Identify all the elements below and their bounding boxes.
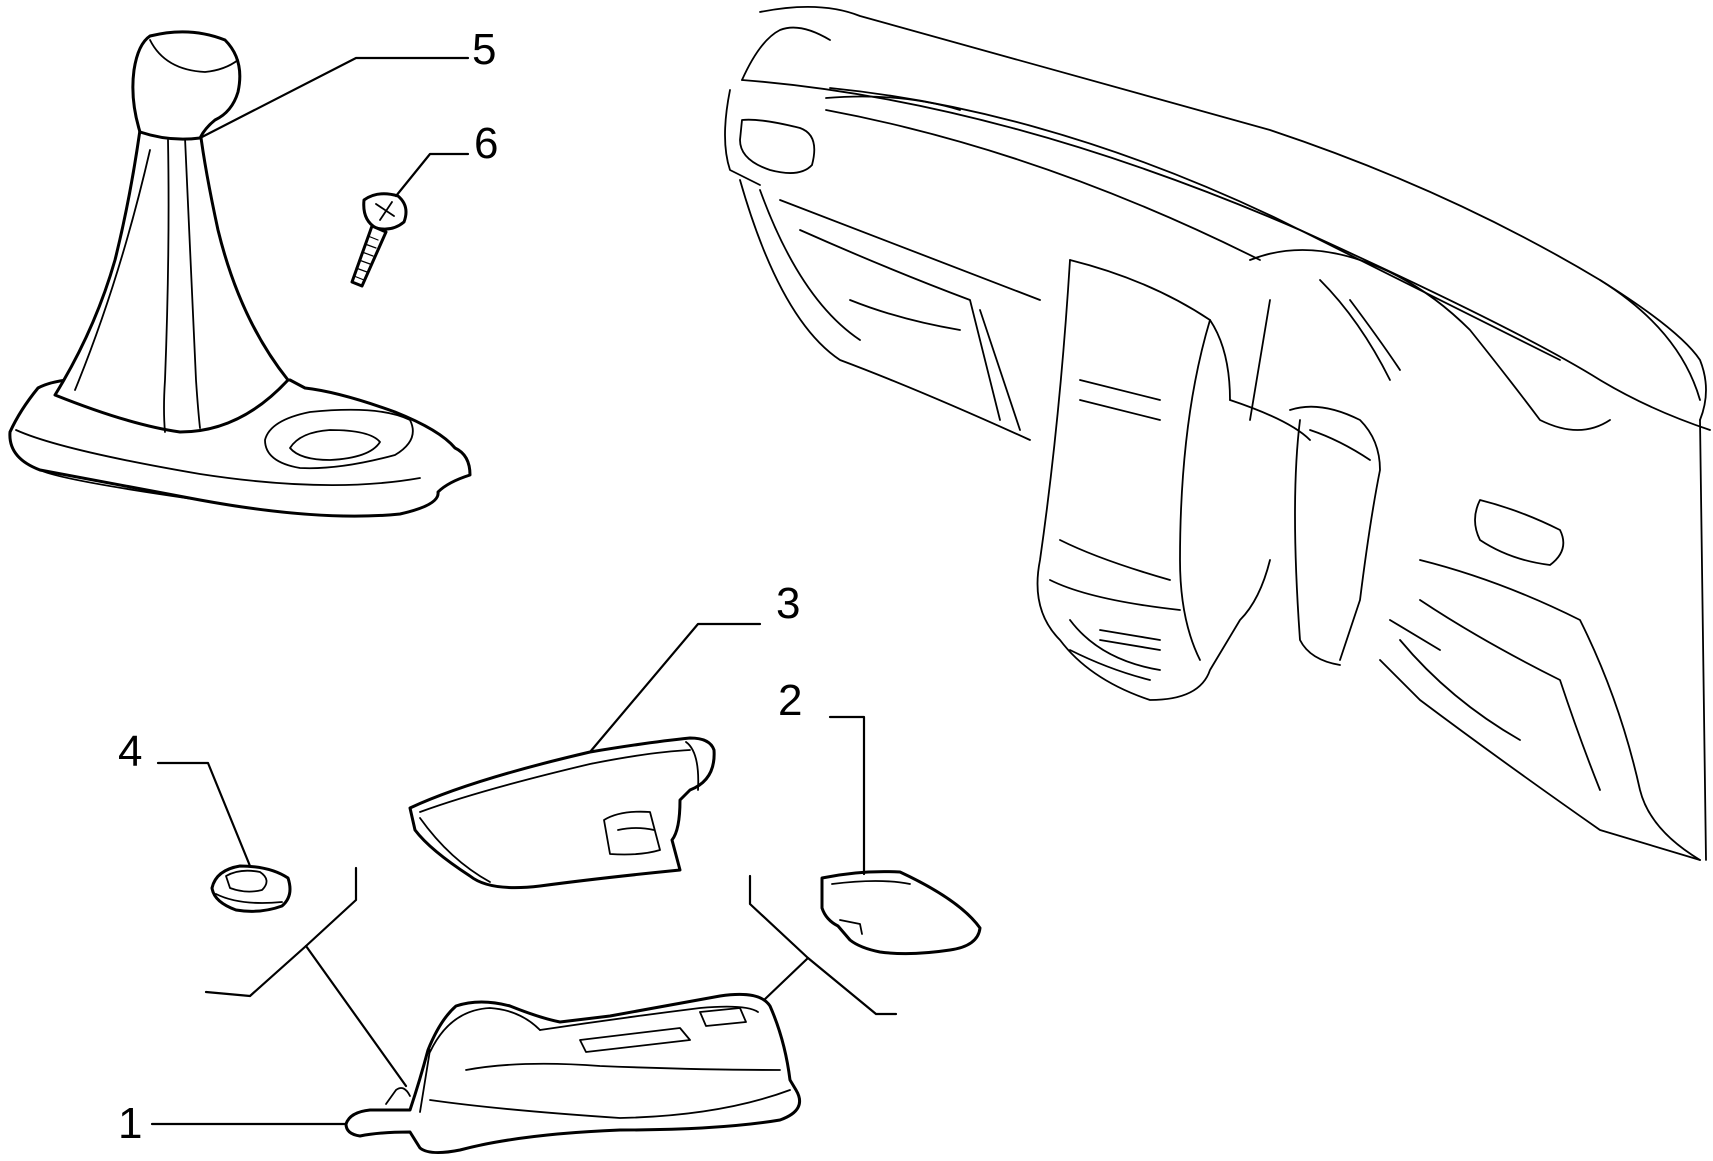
part-3-handbrake-boot <box>408 736 716 890</box>
part-2-cap <box>820 870 982 956</box>
part-6-screw <box>350 192 408 288</box>
callout-1: 1 <box>118 1099 142 1148</box>
callout-2: 2 <box>778 676 802 725</box>
callout-4: 4 <box>118 727 142 776</box>
callout-5: 5 <box>472 25 496 74</box>
callout-6: 6 <box>474 119 498 168</box>
leader-lines <box>150 56 898 1126</box>
dashboard-outline <box>724 5 1711 861</box>
part-1-center-console <box>344 992 801 1155</box>
part-4-nut <box>210 864 292 913</box>
callout-labels: 5 6 3 2 4 1 <box>118 25 802 1148</box>
part-5-gear-knob-boot <box>8 30 472 518</box>
callout-3: 3 <box>776 579 800 628</box>
